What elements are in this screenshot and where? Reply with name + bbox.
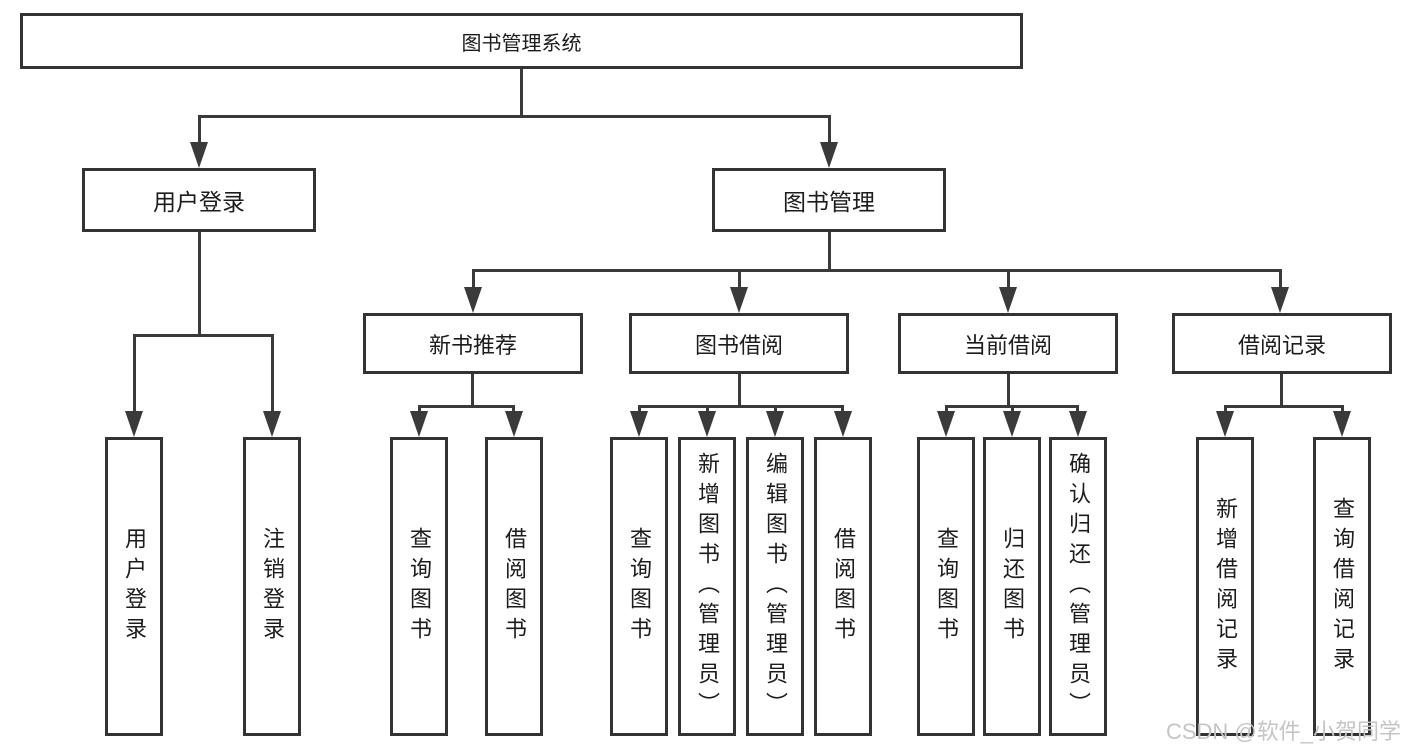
leaf-user-login: 用户登录 bbox=[105, 437, 163, 736]
leaf-borrow-books: 借阅图书 bbox=[485, 437, 543, 736]
edge-line bbox=[471, 374, 474, 408]
node-current-borrowing: 当前借阅 bbox=[898, 313, 1118, 374]
leaf-logout: 注销登录 bbox=[243, 437, 301, 736]
arrowhead-icon bbox=[766, 411, 784, 437]
arrowhead-icon bbox=[698, 411, 716, 437]
node-label: 新书推荐 bbox=[428, 332, 517, 358]
node-label: 用户登录 bbox=[153, 189, 245, 215]
edge-line bbox=[1007, 269, 1010, 291]
leaf-edit-books-admin: 编辑图书（管理员） bbox=[746, 437, 804, 736]
node-label: 新增借阅记录 bbox=[1213, 496, 1238, 677]
leaf-confirm-return-admin: 确认归还（管理员） bbox=[1049, 437, 1107, 736]
leaf-query-books: 查询图书 bbox=[610, 437, 668, 736]
edge-line bbox=[738, 374, 741, 408]
node-label: 图书借阅 bbox=[694, 332, 783, 358]
arrowhead-icon bbox=[1216, 411, 1234, 437]
node-label: 编辑图书（管理员） bbox=[763, 451, 788, 722]
edge-line bbox=[828, 115, 831, 146]
node-label: 图书管理系统 bbox=[461, 32, 582, 55]
arrowhead-icon bbox=[1069, 411, 1087, 437]
arrowhead-icon bbox=[1333, 411, 1351, 437]
edge-line bbox=[133, 334, 136, 415]
node-label: 归还图书 bbox=[1000, 526, 1025, 647]
edge-line bbox=[1280, 374, 1283, 408]
arrowhead-icon bbox=[125, 411, 143, 437]
arrowhead-icon bbox=[505, 411, 523, 437]
edge-line bbox=[198, 232, 201, 337]
node-label: 确认归还（管理员） bbox=[1066, 451, 1091, 722]
node-label: 借阅记录 bbox=[1237, 332, 1326, 358]
arrowhead-icon bbox=[190, 142, 208, 168]
arrowhead-icon bbox=[1271, 287, 1289, 313]
node-label: 查询借阅记录 bbox=[1330, 496, 1355, 677]
node-label: 查询图书 bbox=[407, 526, 432, 647]
node-label: 当前借阅 bbox=[963, 332, 1052, 358]
node-user-login: 用户登录 bbox=[82, 168, 316, 232]
edge-line bbox=[1224, 405, 1343, 408]
edge-line bbox=[198, 115, 201, 146]
node-label: 注销登录 bbox=[260, 526, 285, 647]
leaf-borrow-books: 借阅图书 bbox=[814, 437, 872, 736]
leaf-return-books: 归还图书 bbox=[983, 437, 1041, 736]
node-library-management-system: 图书管理系统 bbox=[20, 13, 1023, 69]
node-label: 用户登录 bbox=[122, 526, 147, 647]
leaf-query-borrow-record: 查询借阅记录 bbox=[1313, 437, 1371, 736]
csdn-watermark: CSDN @软件_小贺同学 bbox=[1165, 719, 1401, 744]
edge-line bbox=[418, 405, 515, 408]
node-label: 查询图书 bbox=[934, 526, 959, 647]
edge-line bbox=[1007, 374, 1010, 408]
arrowhead-icon bbox=[730, 287, 748, 313]
node-new-book-recommendation: 新书推荐 bbox=[363, 313, 583, 374]
arrowhead-icon bbox=[464, 287, 482, 313]
edge-line bbox=[520, 69, 523, 116]
arrowhead-icon bbox=[263, 411, 281, 437]
leaf-add-borrow-record: 新增借阅记录 bbox=[1196, 437, 1254, 736]
edge-line bbox=[1279, 269, 1282, 291]
node-label: 借阅图书 bbox=[502, 526, 527, 647]
arrowhead-icon bbox=[937, 411, 955, 437]
leaf-query-books: 查询图书 bbox=[390, 437, 448, 736]
edge-line bbox=[638, 405, 844, 408]
node-label: 新增图书（管理员） bbox=[695, 451, 720, 722]
arrowhead-icon bbox=[999, 287, 1017, 313]
node-book-management: 图书管理 bbox=[712, 168, 946, 232]
edge-line bbox=[133, 334, 274, 337]
edge-line bbox=[828, 232, 831, 272]
node-label: 查询图书 bbox=[627, 526, 652, 647]
node-label: 图书管理 bbox=[783, 189, 875, 215]
edge-line bbox=[472, 269, 1282, 272]
arrowhead-icon bbox=[410, 411, 428, 437]
node-label: 借阅图书 bbox=[831, 526, 856, 647]
arrowhead-icon bbox=[630, 411, 648, 437]
leaf-query-books: 查询图书 bbox=[917, 437, 975, 736]
edge-line bbox=[472, 269, 475, 291]
leaf-add-books-admin: 新增图书（管理员） bbox=[678, 437, 736, 736]
arrowhead-icon bbox=[1003, 411, 1021, 437]
arrowhead-icon bbox=[834, 411, 852, 437]
node-borrowing-records: 借阅记录 bbox=[1172, 313, 1392, 374]
arrowhead-icon bbox=[820, 142, 838, 168]
edge-line bbox=[738, 269, 741, 291]
edge-line bbox=[271, 334, 274, 415]
edge-line bbox=[198, 115, 831, 118]
node-book-borrowing: 图书借阅 bbox=[629, 313, 849, 374]
